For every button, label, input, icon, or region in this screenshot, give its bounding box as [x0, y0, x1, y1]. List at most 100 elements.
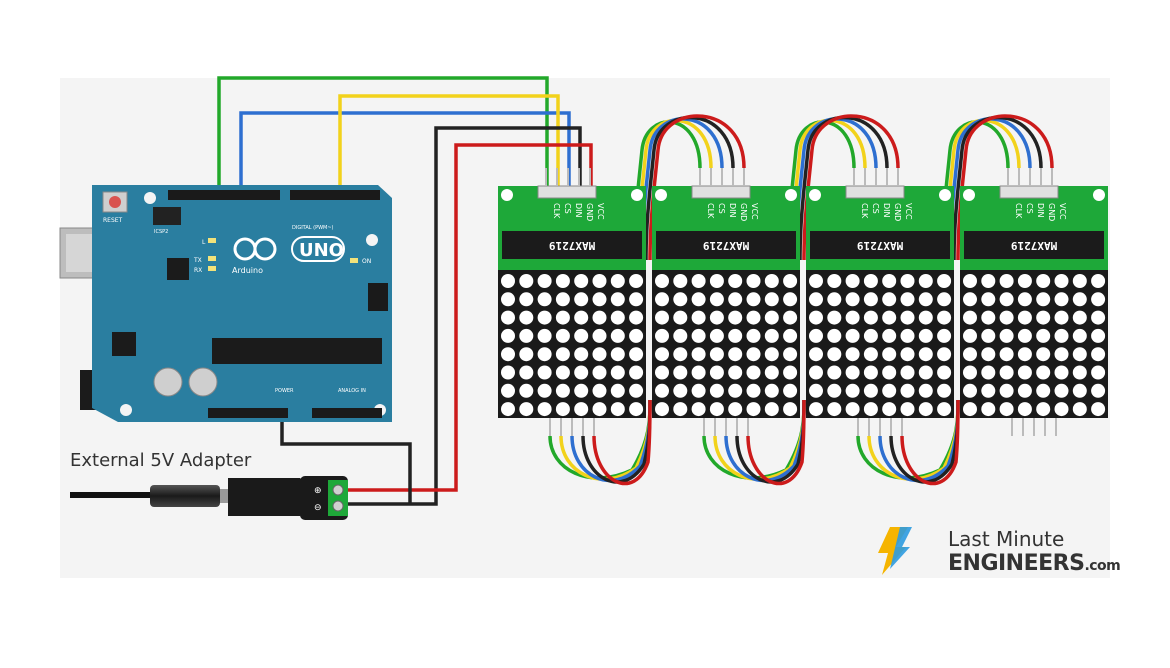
led-dot [845, 292, 860, 307]
led-dot [574, 310, 589, 325]
led-dot [1072, 402, 1087, 417]
led-dot [691, 292, 706, 307]
led-dot [900, 365, 915, 380]
led-dot [610, 365, 625, 380]
led-dot [863, 347, 878, 362]
led-dot [728, 347, 743, 362]
led-dot [537, 402, 552, 417]
led-dot [537, 274, 552, 288]
chip-label: MAX7219 [549, 239, 595, 252]
led-dot [629, 347, 644, 362]
led-dot [981, 292, 996, 307]
led-dot [827, 292, 842, 307]
led-dot [900, 347, 915, 362]
led-dot [592, 274, 607, 288]
led-dot [918, 292, 933, 307]
led-dot [610, 347, 625, 362]
led-dot [592, 292, 607, 307]
wire-2-top-3 [798, 115, 889, 261]
led-dot [999, 383, 1014, 398]
wire-yellow [338, 94, 560, 190]
led-dot [519, 383, 534, 398]
led-dot [1072, 347, 1087, 362]
led-dot [937, 402, 952, 417]
led-dot [981, 328, 996, 343]
led-dot [1054, 274, 1069, 288]
svg-text:RX: RX [194, 267, 202, 274]
led-dot [1054, 402, 1069, 417]
led-dot [519, 328, 534, 343]
led-dot [673, 328, 688, 343]
wire-arduino-gnd [280, 405, 412, 504]
pin-label: CLK [860, 203, 869, 219]
led-dot [981, 347, 996, 362]
led-dot [845, 274, 860, 288]
led-dot [1091, 292, 1106, 307]
led-dot [655, 383, 669, 398]
max7219-chip [656, 231, 796, 259]
led-dot [501, 347, 515, 362]
led-dot [981, 383, 996, 398]
led-dot [673, 365, 688, 380]
wire-1-bottom-4 [592, 399, 652, 486]
svg-text:L: L [202, 239, 206, 246]
led-dot [728, 328, 743, 343]
led-dot [655, 347, 669, 362]
led-dot [555, 310, 570, 325]
led-dot [882, 402, 897, 417]
led-dot [709, 292, 724, 307]
led-dot [863, 274, 878, 288]
led-dot [691, 310, 706, 325]
led-dot [655, 365, 669, 380]
adapter-plug [150, 485, 220, 507]
led-dot [845, 328, 860, 343]
led-dot [1017, 383, 1032, 398]
led-dot [999, 347, 1014, 362]
pin-label: VCC [1058, 203, 1067, 220]
svg-text:Arduino: Arduino [232, 266, 263, 275]
svg-text:⊖: ⊖ [314, 503, 322, 513]
analog-header [312, 408, 382, 418]
pin-label: GND [1047, 203, 1056, 221]
led-dot [574, 274, 589, 288]
led-dot [537, 347, 552, 362]
led-dot [691, 328, 706, 343]
led-dot [537, 310, 552, 325]
led-dot [937, 292, 952, 307]
led-dot [963, 274, 977, 288]
led-dot [1091, 274, 1106, 288]
led-dot [809, 310, 823, 325]
led-dot [1017, 402, 1032, 417]
led-dot [1017, 328, 1032, 343]
led-dot [827, 328, 842, 343]
led-dot [863, 292, 878, 307]
led-dot [764, 292, 779, 307]
led-dot [1091, 310, 1106, 325]
led-dot [746, 347, 761, 362]
arduino-to-module-wires [217, 76, 593, 506]
led-dot [1036, 292, 1051, 307]
svg-text:DIGITAL (PWM~): DIGITAL (PWM~) [292, 225, 334, 231]
led-dot [900, 402, 915, 417]
led-matrix [960, 270, 1108, 418]
led-dot [783, 402, 798, 417]
wire-black-gnd [345, 126, 582, 506]
led-dot [764, 274, 779, 288]
led-dot [900, 328, 915, 343]
led-dot [918, 328, 933, 343]
led-dot [1036, 274, 1051, 288]
pin-header [999, 185, 1059, 199]
led-dot [900, 310, 915, 325]
led-dot [809, 365, 823, 380]
led-dot [610, 292, 625, 307]
led-dot [963, 328, 977, 343]
led-dot [1072, 328, 1087, 343]
led-dot [673, 402, 688, 417]
svg-text:TX: TX [193, 257, 202, 264]
pin-label: GND [739, 203, 748, 221]
led-dot [746, 310, 761, 325]
led-dot [537, 292, 552, 307]
led-dot [1036, 310, 1051, 325]
